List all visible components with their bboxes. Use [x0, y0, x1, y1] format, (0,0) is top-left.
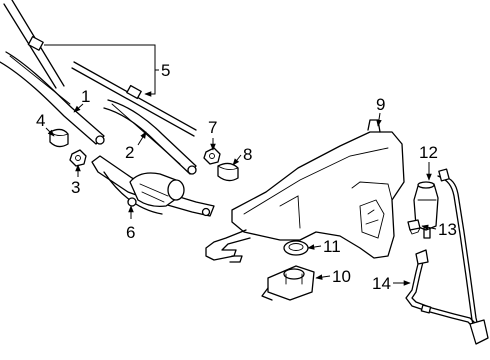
- callout-14: 14: [372, 274, 391, 293]
- pivot-cap-4: [49, 128, 69, 148]
- callout-3: 3: [71, 178, 80, 197]
- callout-10: 10: [332, 267, 351, 286]
- callout-8: 8: [243, 145, 252, 164]
- callout-13: 13: [438, 220, 457, 239]
- callout-7: 7: [208, 118, 217, 137]
- filler-cap: [283, 240, 309, 256]
- washer-reservoir: [205, 119, 405, 263]
- callout-11: 11: [323, 237, 341, 256]
- callout-5: 5: [161, 61, 170, 80]
- grommet: [407, 219, 421, 235]
- callout-6: 6: [126, 223, 135, 242]
- wiper-arm-left: [0, 51, 105, 145]
- washer-hose: [405, 168, 489, 345]
- nut-3: [69, 149, 87, 167]
- leader-lines: [44, 44, 437, 286]
- wiper-arm-right: [103, 99, 197, 175]
- reservoir-bracket: [261, 265, 315, 301]
- wiper-blade-right: [71, 61, 197, 137]
- callout-4: 4: [36, 111, 45, 130]
- washer-pump: [413, 181, 439, 239]
- wiper-linkage-motor: [91, 155, 215, 217]
- nut-7: [203, 147, 221, 165]
- callout-12: 12: [419, 143, 438, 162]
- callout-1: 1: [81, 87, 90, 106]
- pivot-cap-8: [217, 162, 239, 182]
- callout-9: 9: [376, 95, 385, 114]
- callout-2: 2: [125, 143, 134, 162]
- wiper-blade-left: [3, 0, 65, 89]
